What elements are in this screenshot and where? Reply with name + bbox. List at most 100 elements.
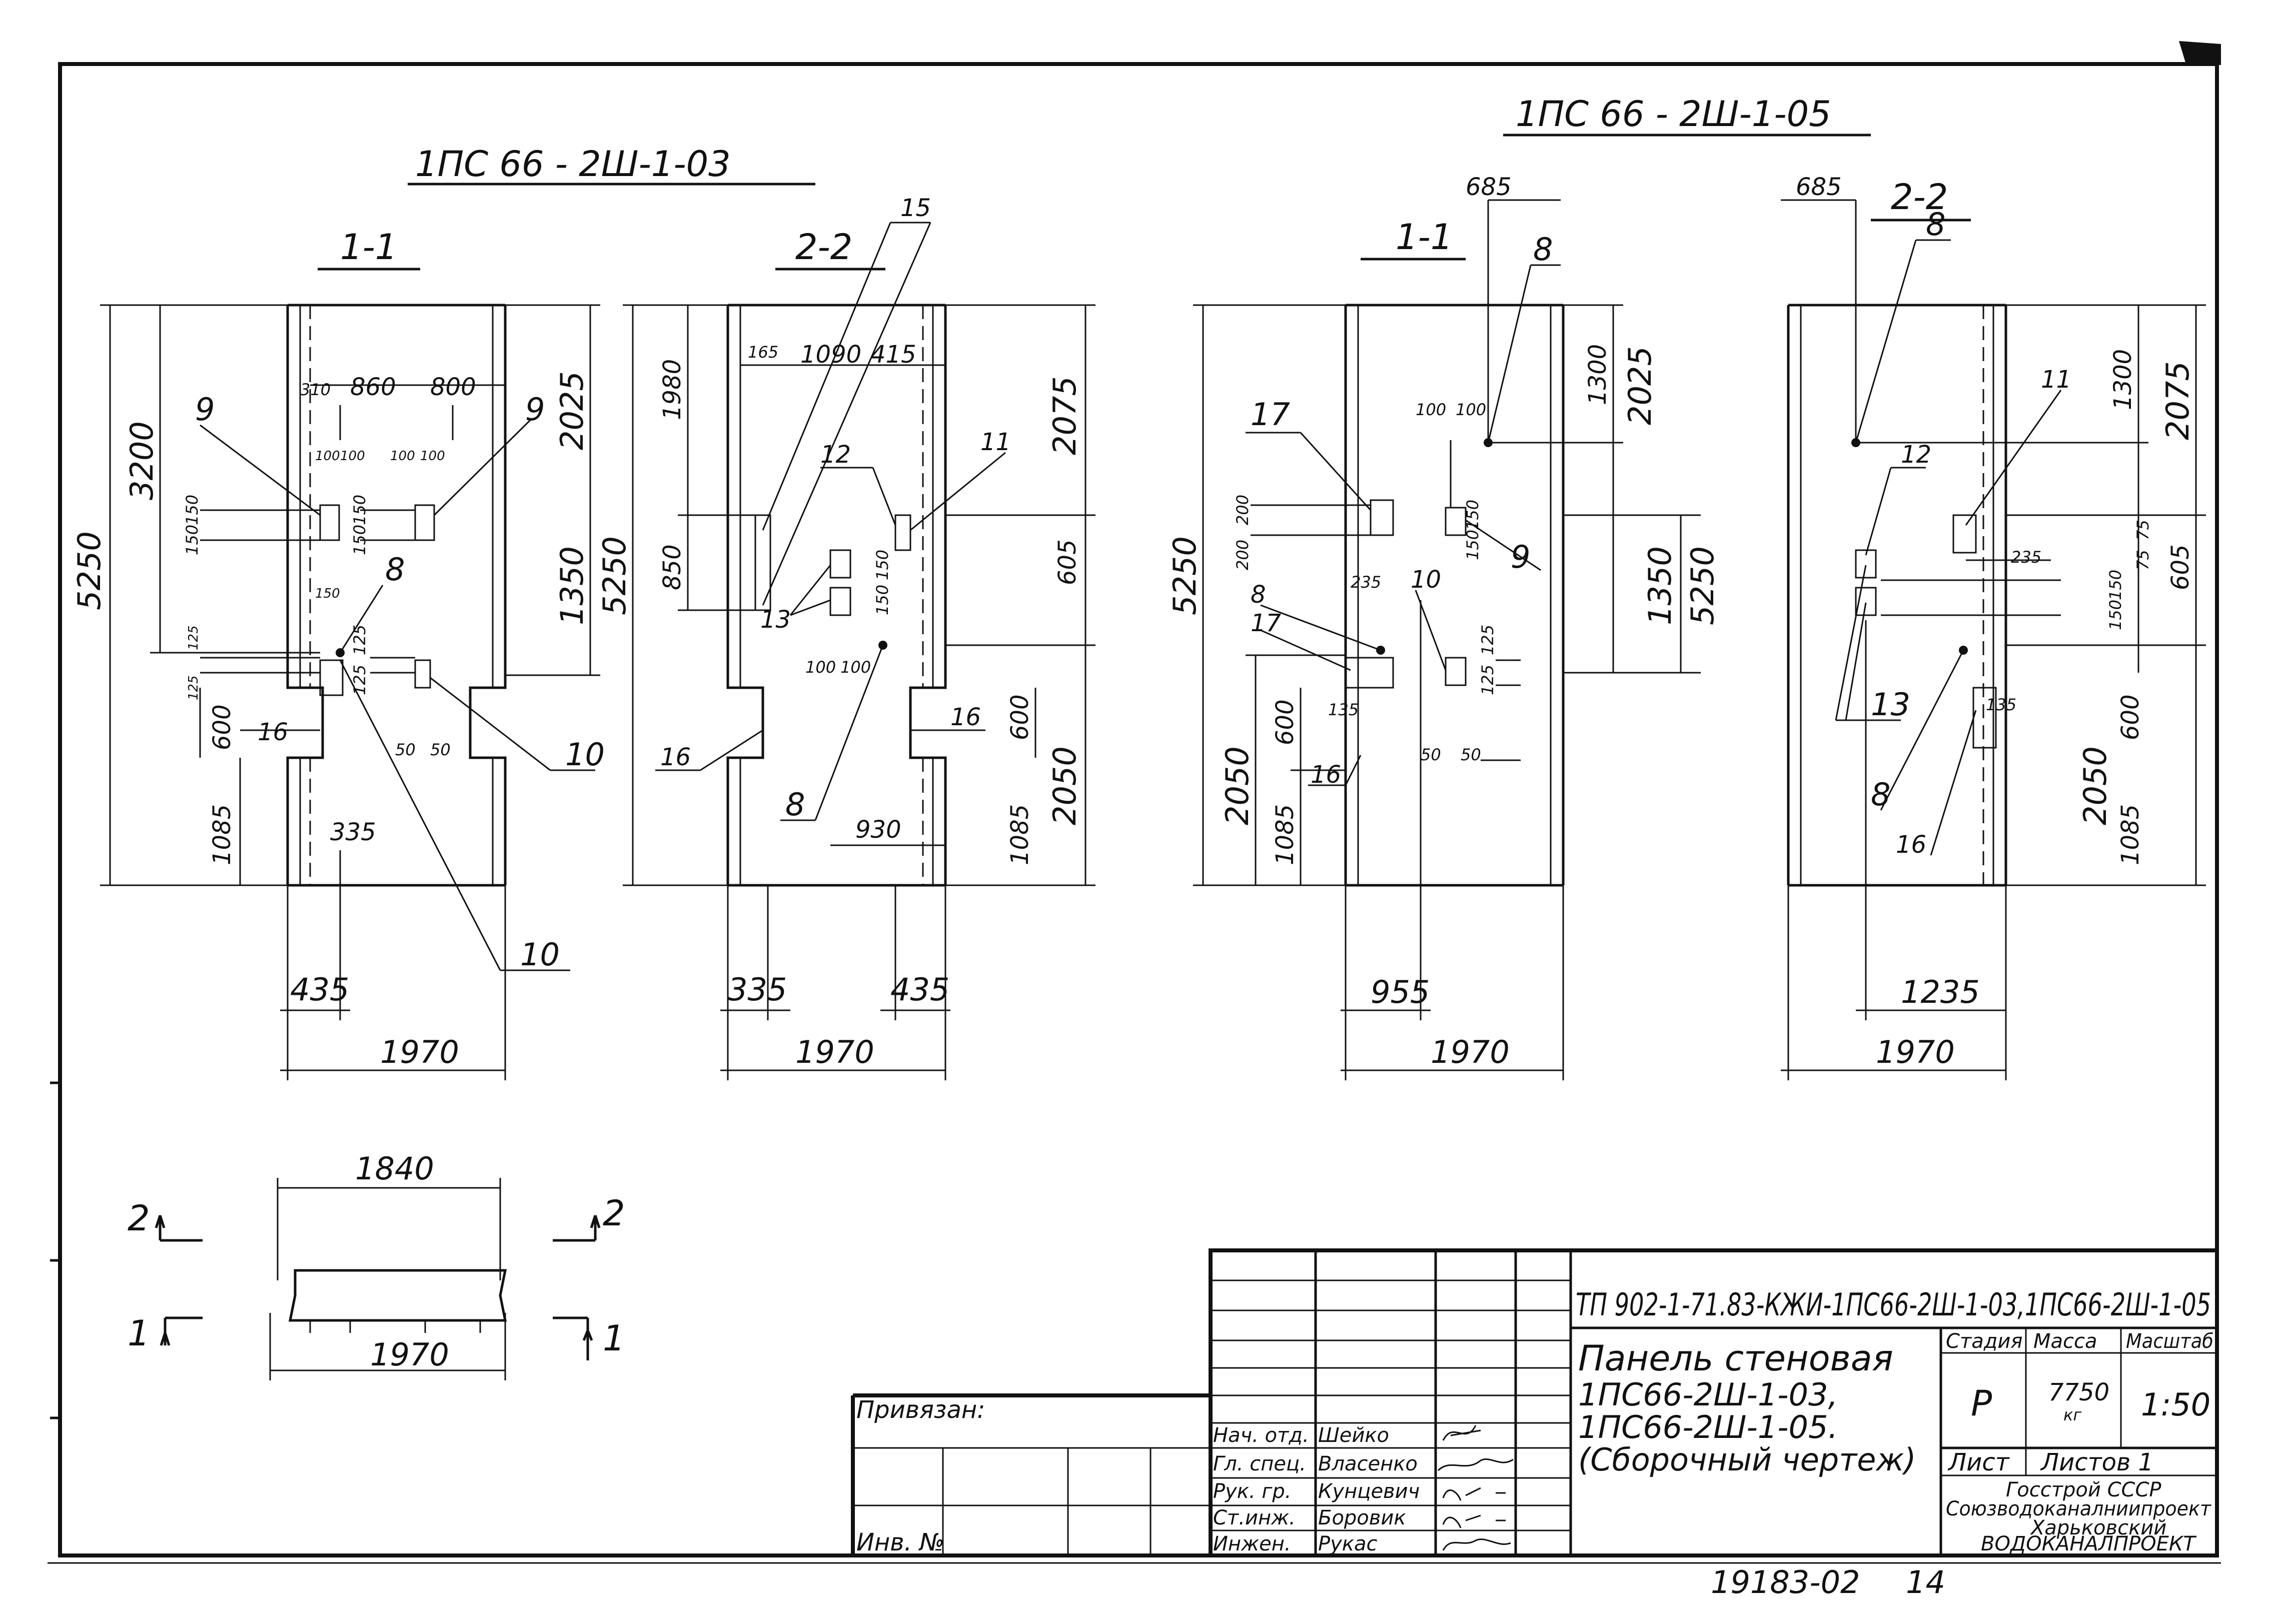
view-c-dim-5250-left: 5250 (1167, 536, 1203, 615)
view-b-dim-850: 850 (658, 544, 686, 590)
view-b-dimensions (623, 304, 1095, 1080)
view-b-callout-13: 13 (760, 606, 791, 634)
view-a-callouts: 9 9 8 16 10 10 (195, 391, 605, 973)
view-c-dim-200b: 200 (1233, 540, 1252, 570)
view-a-dim-150d: 150 (350, 525, 369, 555)
view-a-dim-1085: 1085 (208, 804, 236, 865)
view-a-callout-10-bottom: 10 (520, 936, 560, 973)
title-block-role-1: Нач. отд. (1213, 1424, 1309, 1447)
view-b-dim-415: 415 (870, 341, 916, 369)
view-d-callout-12: 12 (1901, 441, 1931, 469)
view-c-dim-100a: 100 (1416, 400, 1446, 419)
view-c-callout-16: 16 (1311, 761, 1341, 789)
view-b-callouts: 15 12 11 13 16 16 8 (655, 194, 1011, 823)
view-d-dim-1235: 1235 (1901, 974, 1980, 1010)
view-c-dim-685: 685 (1466, 173, 1512, 201)
view-c-dim-955: 955 (1371, 974, 1430, 1010)
title-block-scale-header: Масштаб (2126, 1330, 2213, 1353)
title-block-sheet-label: Лист (1947, 1448, 2010, 1476)
view-a-section-1-1: 1-1 (71, 227, 605, 1080)
view-a-dim-125d: 125 (350, 665, 369, 695)
view-b-callout-16-left: 16 (660, 743, 691, 771)
page-number: 14 (1906, 1564, 1945, 1600)
view-c-dim-1970: 1970 (1431, 1034, 1510, 1070)
view-a-callout-8: 8 (385, 551, 405, 588)
view-a-callout-9-left: 9 (195, 391, 215, 428)
view-b-dim-2075: 2075 (1046, 376, 1083, 455)
view-b-dim-435: 435 (890, 971, 949, 1008)
title-block-inv-no: Инв. № (856, 1528, 944, 1556)
view-b-dim-1970: 1970 (795, 1034, 874, 1070)
title-block-name-line-2: 1ПС66-2Ш-1-03, (1578, 1376, 1838, 1413)
view-c-dim-2025: 2025 (1622, 346, 1658, 425)
title-block-role-3: Рук. гр. (1213, 1480, 1292, 1503)
view-c-dim-600: 600 (1271, 699, 1299, 745)
title-block-name-4: Боровик (1318, 1506, 1406, 1529)
view-b-dim-100b: 100 (840, 658, 871, 677)
view-c-callout-17-top: 17 (1251, 396, 1290, 433)
view-c-callouts: 8 17 9 8 10 17 16 (1246, 231, 1561, 789)
title-block-role-2: Гл. спец. (1213, 1452, 1306, 1475)
view-a-dim-150c: 150 (350, 495, 369, 525)
view-b-dim-150b: 150 (873, 585, 892, 615)
view-b-dim-600: 600 (1006, 694, 1034, 740)
view-d-panel (1787, 304, 2007, 887)
title-block-role-5: Инжен. (1213, 1532, 1291, 1555)
view-d-dim-1970: 1970 (1876, 1034, 1955, 1070)
view-d-dim-2075: 2075 (2159, 361, 2196, 440)
title-block: ТП 902-1-71.83-КЖИ-1ПС66-2Ш-1-03,1ПС66-2… (851, 1248, 2219, 1557)
view-a-dim-125a: 125 (186, 625, 201, 650)
view-b-panel (726, 304, 947, 887)
view-c-dim-1300: 1300 (1584, 344, 1612, 405)
view-b-dim-2050: 2050 (1046, 746, 1083, 825)
view-a-dim-435: 435 (290, 971, 349, 1008)
view-a-dim-125b: 125 (186, 675, 201, 700)
view-c-dim-5250-right: 5250 (1684, 546, 1721, 625)
view-c-dimensions (1193, 199, 1701, 1080)
view-a-dim-1350: 1350 (554, 546, 590, 625)
plan-dim-1840: 1840 (355, 1150, 434, 1187)
view-c-dim-1350: 1350 (1642, 546, 1678, 625)
view-c-dim-200a: 200 (1233, 495, 1252, 525)
view-b-callout-11: 11 (980, 428, 1011, 456)
title-block-privyazan: Привязан: (856, 1396, 985, 1424)
plan-mark-1-left: 1 (128, 1313, 150, 1354)
view-a-dim-5250: 5250 (71, 531, 108, 610)
view-c-dim-125a: 125 (1478, 625, 1497, 655)
view-b-dim-labels: 5250 1980 850 165 1090 415 2075 605 150 … (596, 341, 1083, 1070)
view-a-dim-125c: 125 (350, 625, 369, 655)
view-a-dim-860: 860 (350, 373, 396, 401)
view-b-dim-335: 335 (728, 971, 787, 1008)
view-c-dim-1085: 1085 (1271, 804, 1299, 865)
view-b-callout-8: 8 (785, 786, 805, 823)
view-b-dim-1085: 1085 (1006, 804, 1034, 865)
view-c-dim-50b: 50 (1461, 745, 1481, 764)
view-c-panel (1344, 304, 1565, 887)
view-d-callout-8-top: 8 (1926, 206, 1945, 243)
view-c-dim-labels: 685 5250 1300 2025 100 100 200 200 150 1… (1167, 173, 1721, 1070)
view-a-dim-2025: 2025 (554, 371, 590, 450)
view-a-callout-16: 16 (258, 718, 288, 746)
view-d-dim-235: 235 (2011, 548, 2041, 567)
view-c-dim-150b: 150 (1463, 530, 1482, 560)
plan-view: 1840 1970 2 2 1 1 (128, 1150, 625, 1380)
title-block-stage: Р (1971, 1383, 1992, 1424)
plan-mark-1-right: 1 (603, 1318, 625, 1359)
view-a-dim-1970: 1970 (380, 1034, 459, 1070)
view-b-dim-605: 605 (1053, 539, 1081, 585)
view-d-dim-135: 135 (1986, 695, 2016, 714)
title-block-sheets-label: Листов 1 (2040, 1448, 2153, 1476)
plan-mark-2-left: 2 (128, 1198, 150, 1239)
view-a-dimensions (100, 304, 600, 1080)
view-d-dim-685: 685 (1796, 173, 1842, 201)
title-block-code: ТП 902-1-71.83-КЖИ-1ПС66-2Ш-1-03,1ПС66-2… (1576, 1286, 2211, 1323)
view-d-callout-13: 13 (1871, 686, 1910, 723)
title-block-mass-unit: кг (2063, 1405, 2081, 1424)
view-d-dim-605: 605 (2166, 544, 2194, 590)
title-block-name-3: Кунцевич (1318, 1480, 1420, 1503)
title-block-name-5: Рукас (1318, 1532, 1377, 1555)
view-d-callouts: 8 11 12 13 8 16 (1835, 206, 2071, 859)
view-a-callout-9-right: 9 (525, 391, 545, 428)
view-a-panel (286, 304, 507, 887)
